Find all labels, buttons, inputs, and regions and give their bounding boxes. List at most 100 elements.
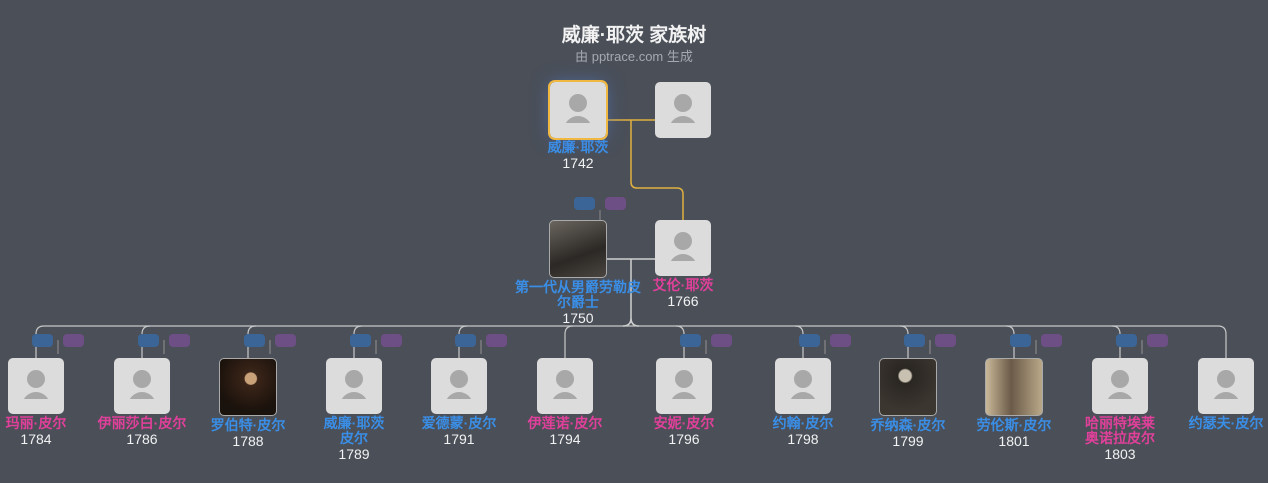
avatar-placeholder-icon[interactable] (548, 80, 608, 140)
male-relation-pill[interactable] (455, 334, 476, 347)
person-card[interactable] (613, 82, 753, 138)
relation-pills[interactable] (680, 334, 740, 348)
relation-pills[interactable] (32, 334, 92, 348)
portrait-photo[interactable] (985, 358, 1043, 416)
avatar-placeholder-icon[interactable] (775, 358, 831, 414)
person-name[interactable]: 艾伦·耶茨 (652, 277, 714, 293)
person-name[interactable]: 劳伦斯·皮尔 (976, 417, 1052, 433)
child-connector (1217, 325, 1227, 358)
person-name[interactable]: 伊丽莎白·皮尔 (97, 415, 187, 431)
relation-pills[interactable] (1116, 334, 1176, 348)
person-card[interactable]: 约瑟夫·皮尔 (1156, 358, 1268, 431)
male-relation-pill[interactable] (904, 334, 925, 347)
male-relation-pill[interactable] (350, 334, 371, 347)
male-relation-pill[interactable] (799, 334, 820, 347)
person-name[interactable]: 伊莲诺·皮尔 (527, 415, 603, 431)
relation-pills[interactable] (799, 334, 859, 348)
person-name[interactable]: 威廉·耶茨皮尔 (323, 415, 385, 446)
female-relation-pill[interactable] (605, 197, 626, 210)
person-name[interactable]: 威廉·耶茨 (547, 139, 609, 155)
female-relation-pill[interactable] (1147, 334, 1168, 347)
female-relation-pill[interactable] (275, 334, 296, 347)
relation-pills[interactable] (244, 334, 304, 348)
portrait-photo[interactable] (549, 220, 607, 278)
avatar-placeholder-icon[interactable] (431, 358, 487, 414)
female-relation-pill[interactable] (711, 334, 732, 347)
avatar-placeholder-icon[interactable] (537, 358, 593, 414)
child-connector (794, 325, 804, 358)
male-relation-pill[interactable] (138, 334, 159, 347)
male-relation-pill[interactable] (680, 334, 701, 347)
page-subtitle: 由 pptrace.com 生成 (575, 49, 693, 64)
male-relation-pill[interactable] (574, 197, 595, 210)
person-name[interactable]: 罗伯特·皮尔 (210, 417, 286, 433)
avatar-placeholder-icon[interactable] (326, 358, 382, 414)
female-relation-pill[interactable] (1041, 334, 1062, 347)
male-relation-pill[interactable] (244, 334, 265, 347)
avatar-placeholder-icon[interactable] (1198, 358, 1254, 414)
child-connector (1111, 325, 1121, 358)
relation-pills[interactable] (904, 334, 964, 348)
female-relation-pill[interactable] (381, 334, 402, 347)
avatar-placeholder-icon[interactable] (655, 220, 711, 276)
male-relation-pill[interactable] (1010, 334, 1031, 347)
birth-year: 1789 (338, 446, 370, 462)
person-name[interactable]: 乔纳森·皮尔 (870, 417, 946, 433)
female-relation-pill[interactable] (486, 334, 507, 347)
female-relation-pill[interactable] (830, 334, 851, 347)
child-connector (353, 325, 363, 358)
person-name[interactable]: 约瑟夫·皮尔 (1188, 415, 1264, 431)
birth-year: 1742 (562, 155, 594, 171)
avatar-placeholder-icon[interactable] (1092, 358, 1148, 414)
birth-year: 1786 (126, 431, 158, 447)
female-relation-pill[interactable] (169, 334, 190, 347)
person-name[interactable]: 第一代从男爵劳勒皮尔爵士 (515, 279, 641, 310)
birth-year: 1788 (232, 433, 264, 449)
child-connector (35, 325, 45, 358)
avatar-placeholder-icon[interactable] (8, 358, 64, 414)
avatar-placeholder-icon[interactable] (656, 358, 712, 414)
person-name[interactable]: 玛丽·皮尔 (5, 415, 67, 431)
avatar-placeholder-icon[interactable] (655, 82, 711, 138)
birth-year: 1791 (443, 431, 475, 447)
relation-pills[interactable] (574, 197, 634, 211)
child-connector (141, 325, 151, 358)
person-name[interactable]: 安妮·皮尔 (653, 415, 715, 431)
connector-grandparents (607, 119, 684, 220)
avatar-placeholder-icon[interactable] (114, 358, 170, 414)
portrait-photo[interactable] (879, 358, 937, 416)
female-relation-pill[interactable] (63, 334, 84, 347)
portrait-photo[interactable] (219, 358, 277, 416)
relation-pills[interactable] (138, 334, 198, 348)
birth-year: 1803 (1104, 446, 1136, 462)
birth-year: 1801 (998, 433, 1030, 449)
child-connector (247, 325, 257, 358)
person-name[interactable]: 爱德蒙·皮尔 (421, 415, 497, 431)
relation-pills[interactable] (1010, 334, 1070, 348)
male-relation-pill[interactable] (1116, 334, 1137, 347)
birth-year: 1799 (892, 433, 924, 449)
male-relation-pill[interactable] (32, 334, 53, 347)
birth-year: 1796 (668, 431, 700, 447)
person-name[interactable]: 哈丽特埃莱奥诺拉皮尔 (1085, 415, 1155, 446)
relation-pills[interactable] (350, 334, 410, 348)
person-name[interactable]: 约翰·皮尔 (772, 415, 834, 431)
child-connector (564, 325, 574, 358)
relation-pills[interactable] (455, 334, 515, 348)
female-relation-pill[interactable] (935, 334, 956, 347)
